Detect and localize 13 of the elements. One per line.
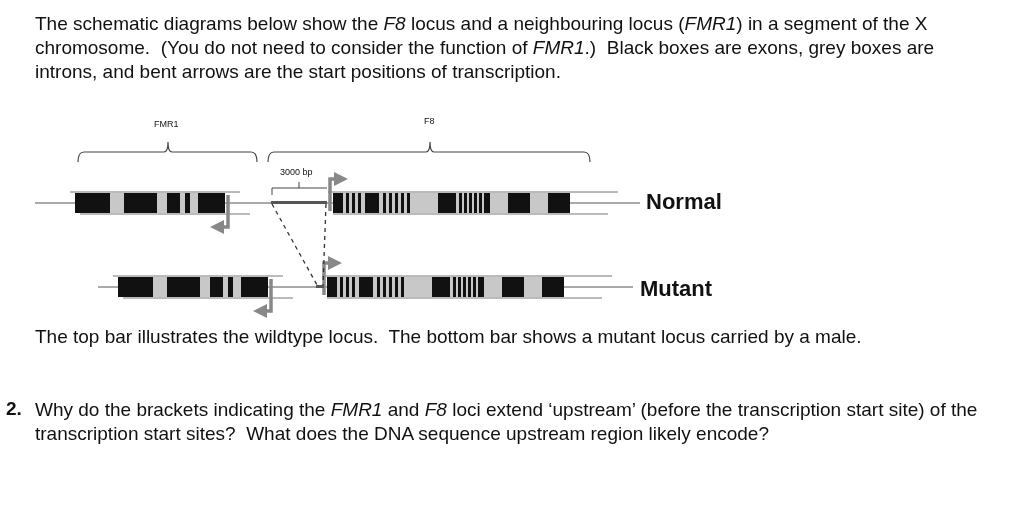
question-number: 2. — [6, 398, 22, 420]
question-text: Why do the brackets indicating the FMR1 and F8 loci extend ‘upstream’ (before the transcription start site) of the transcription start sites? What does the DNA sequence upstream region likely encode? — [35, 398, 979, 446]
caption-text: The top bar illustrates the wildtype locus. The bottom bar shows a mutant locus carried by a male. — [35, 325, 863, 349]
intro-paragraph: The schematic diagrams below show the F8 locus and a neighbouring locus (FMR1) in a segment of the X chromosome. (You do not need to consider the function of FMR1.) Black boxes are exons, grey boxes are introns, and bent arrows are the start positions of transcription. — [35, 12, 936, 84]
row-label: Normal — [646, 189, 722, 215]
dashed-line — [271, 203, 318, 286]
locus-label: F8 — [424, 116, 435, 126]
dashed-line — [322, 203, 327, 286]
junction-segment — [316, 285, 324, 288]
upstream-region — [271, 201, 327, 204]
scale-label: 3000 bp — [280, 167, 313, 177]
row-label: Mutant — [640, 276, 713, 302]
locus-label: FMR1 — [154, 119, 179, 129]
